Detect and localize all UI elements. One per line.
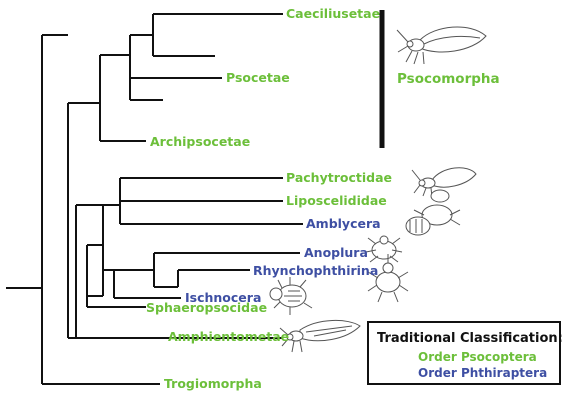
sucking-louse-icon	[365, 235, 403, 263]
winged-psocid-icon	[396, 26, 487, 65]
legend-box: Traditional Classification: Order Psocop…	[367, 321, 563, 385]
taxon-caeciliusetae: Caeciliusetae	[286, 6, 381, 21]
taxon-trogiomorpha: Trogiomorpha	[164, 376, 262, 391]
taxon-ischnocera: Ischnocera	[185, 290, 262, 305]
taxon-amphientometae: Amphientometae	[168, 329, 290, 344]
clade-label-psocomorpha: Psocomorpha	[397, 71, 500, 87]
taxon-liposcelididae: Liposcelididae	[286, 193, 387, 208]
taxon-sphaeropsocidae: Sphaeropsocidae	[146, 300, 268, 315]
taxon-psocetae: Psocetae	[226, 70, 290, 85]
elephant-louse-icon	[367, 254, 409, 303]
chewing-louse-icon	[405, 189, 461, 236]
taxon-amblycera: Amblycera	[306, 216, 381, 231]
legend-order-phthiraptera: Order Phthiraptera	[418, 366, 548, 380]
barklouse-icon	[411, 167, 477, 198]
taxon-rhynchophthirina: Rhynchophthirina	[253, 263, 379, 278]
taxon-anoplura: Anoplura	[304, 245, 368, 260]
legend-title: Traditional Classification:	[377, 331, 563, 346]
bird-louse-icon	[269, 277, 313, 315]
legend-order-psocoptera: Order Psocoptera	[418, 350, 537, 364]
amphientomid-icon	[279, 319, 361, 353]
taxon-archipsocetae: Archipsocetae	[150, 134, 251, 149]
tree-branches	[6, 13, 303, 385]
taxon-pachytroctidae: Pachytroctidae	[286, 170, 392, 185]
